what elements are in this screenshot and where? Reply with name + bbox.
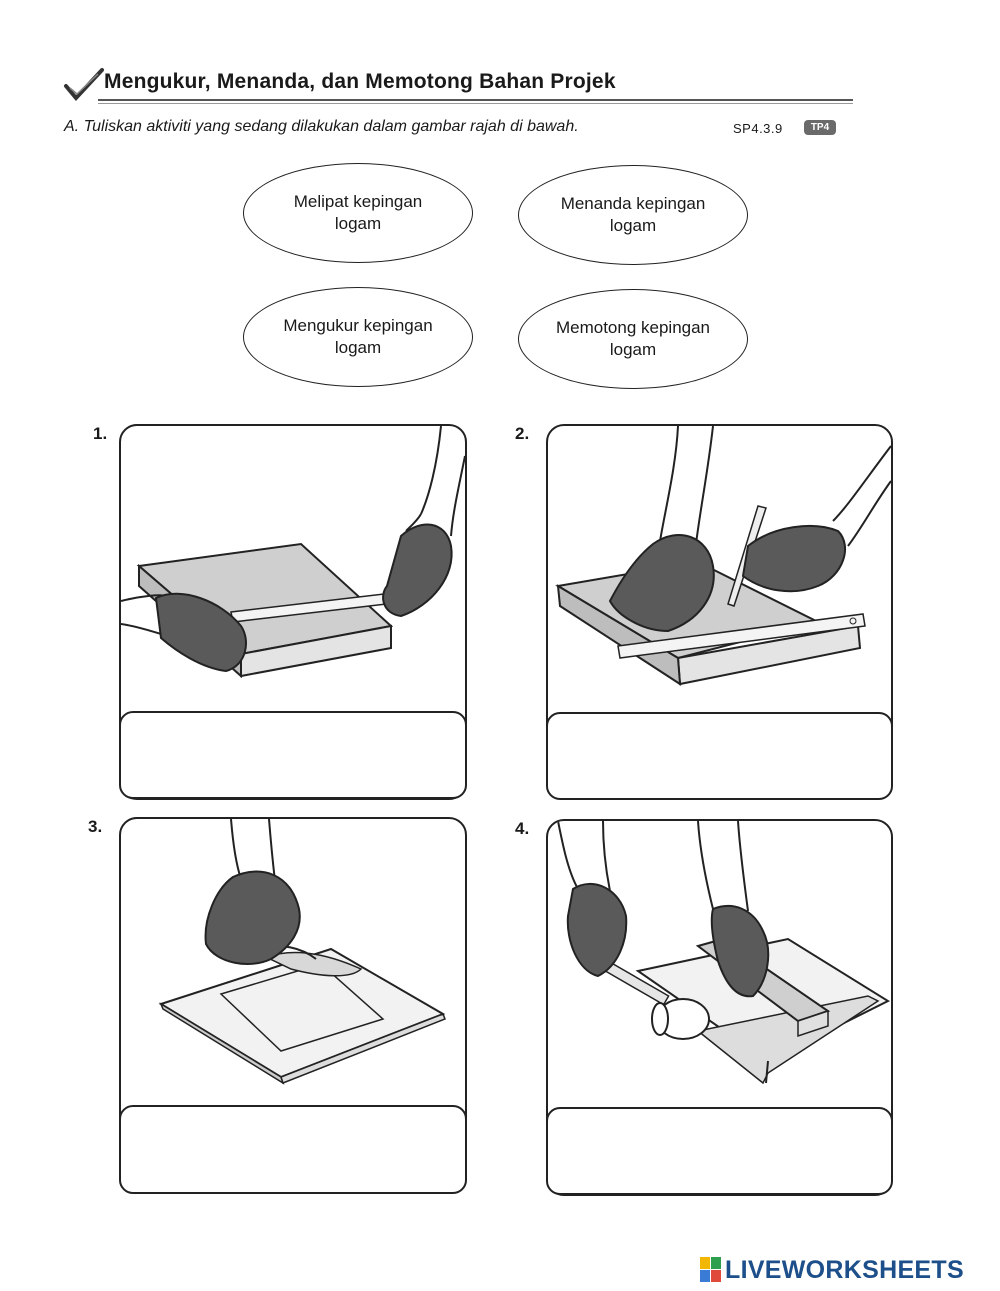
liveworksheets-icon bbox=[700, 1257, 722, 1283]
answer-box-1[interactable] bbox=[119, 711, 467, 799]
instruction-text: A. Tuliskan aktiviti yang sedang dilakuk… bbox=[64, 118, 579, 135]
panel-number-2: 2. bbox=[515, 424, 530, 443]
page-title: Mengukur, Menanda, dan Memotong Bahan Pr… bbox=[104, 70, 616, 93]
marking-illustration bbox=[555, 426, 891, 686]
liveworksheets-logo: LIVEWORKSHEETS bbox=[700, 1255, 964, 1285]
title-underline bbox=[98, 99, 853, 101]
cutting-illustration bbox=[158, 819, 446, 1085]
word-bank-option-3[interactable]: Mengukur kepingan logam bbox=[243, 287, 473, 387]
panel-number-4: 4. bbox=[515, 819, 530, 838]
measuring-illustration bbox=[121, 426, 465, 679]
word-bank-option-2[interactable]: Menanda kepingan logam bbox=[518, 165, 748, 265]
logo-text: LIVEWORKSHEETS bbox=[725, 1255, 964, 1284]
answer-box-4[interactable] bbox=[546, 1107, 893, 1195]
word-bank-option-1[interactable]: Melipat kepingan logam bbox=[243, 163, 473, 263]
word-bank-label: Menanda kepingan logam bbox=[560, 194, 706, 235]
standard-code: SP4.3.9 bbox=[733, 121, 783, 136]
answer-box-2[interactable] bbox=[546, 712, 893, 800]
panel-number-1: 1. bbox=[93, 424, 108, 443]
word-bank-label: Mengukur kepingan logam bbox=[283, 316, 433, 357]
panel-number-3: 3. bbox=[88, 817, 103, 836]
checkmark-icon bbox=[64, 68, 104, 102]
word-bank-label: Memotong kepingan logam bbox=[555, 318, 711, 359]
word-bank-option-4[interactable]: Memotong kepingan logam bbox=[518, 289, 748, 389]
word-bank-label: Melipat kepingan logam bbox=[293, 192, 423, 233]
level-badge: TP4 bbox=[804, 120, 836, 135]
answer-box-3[interactable] bbox=[119, 1105, 467, 1194]
title-underline-thin bbox=[98, 103, 853, 104]
folding-illustration bbox=[557, 821, 891, 1085]
